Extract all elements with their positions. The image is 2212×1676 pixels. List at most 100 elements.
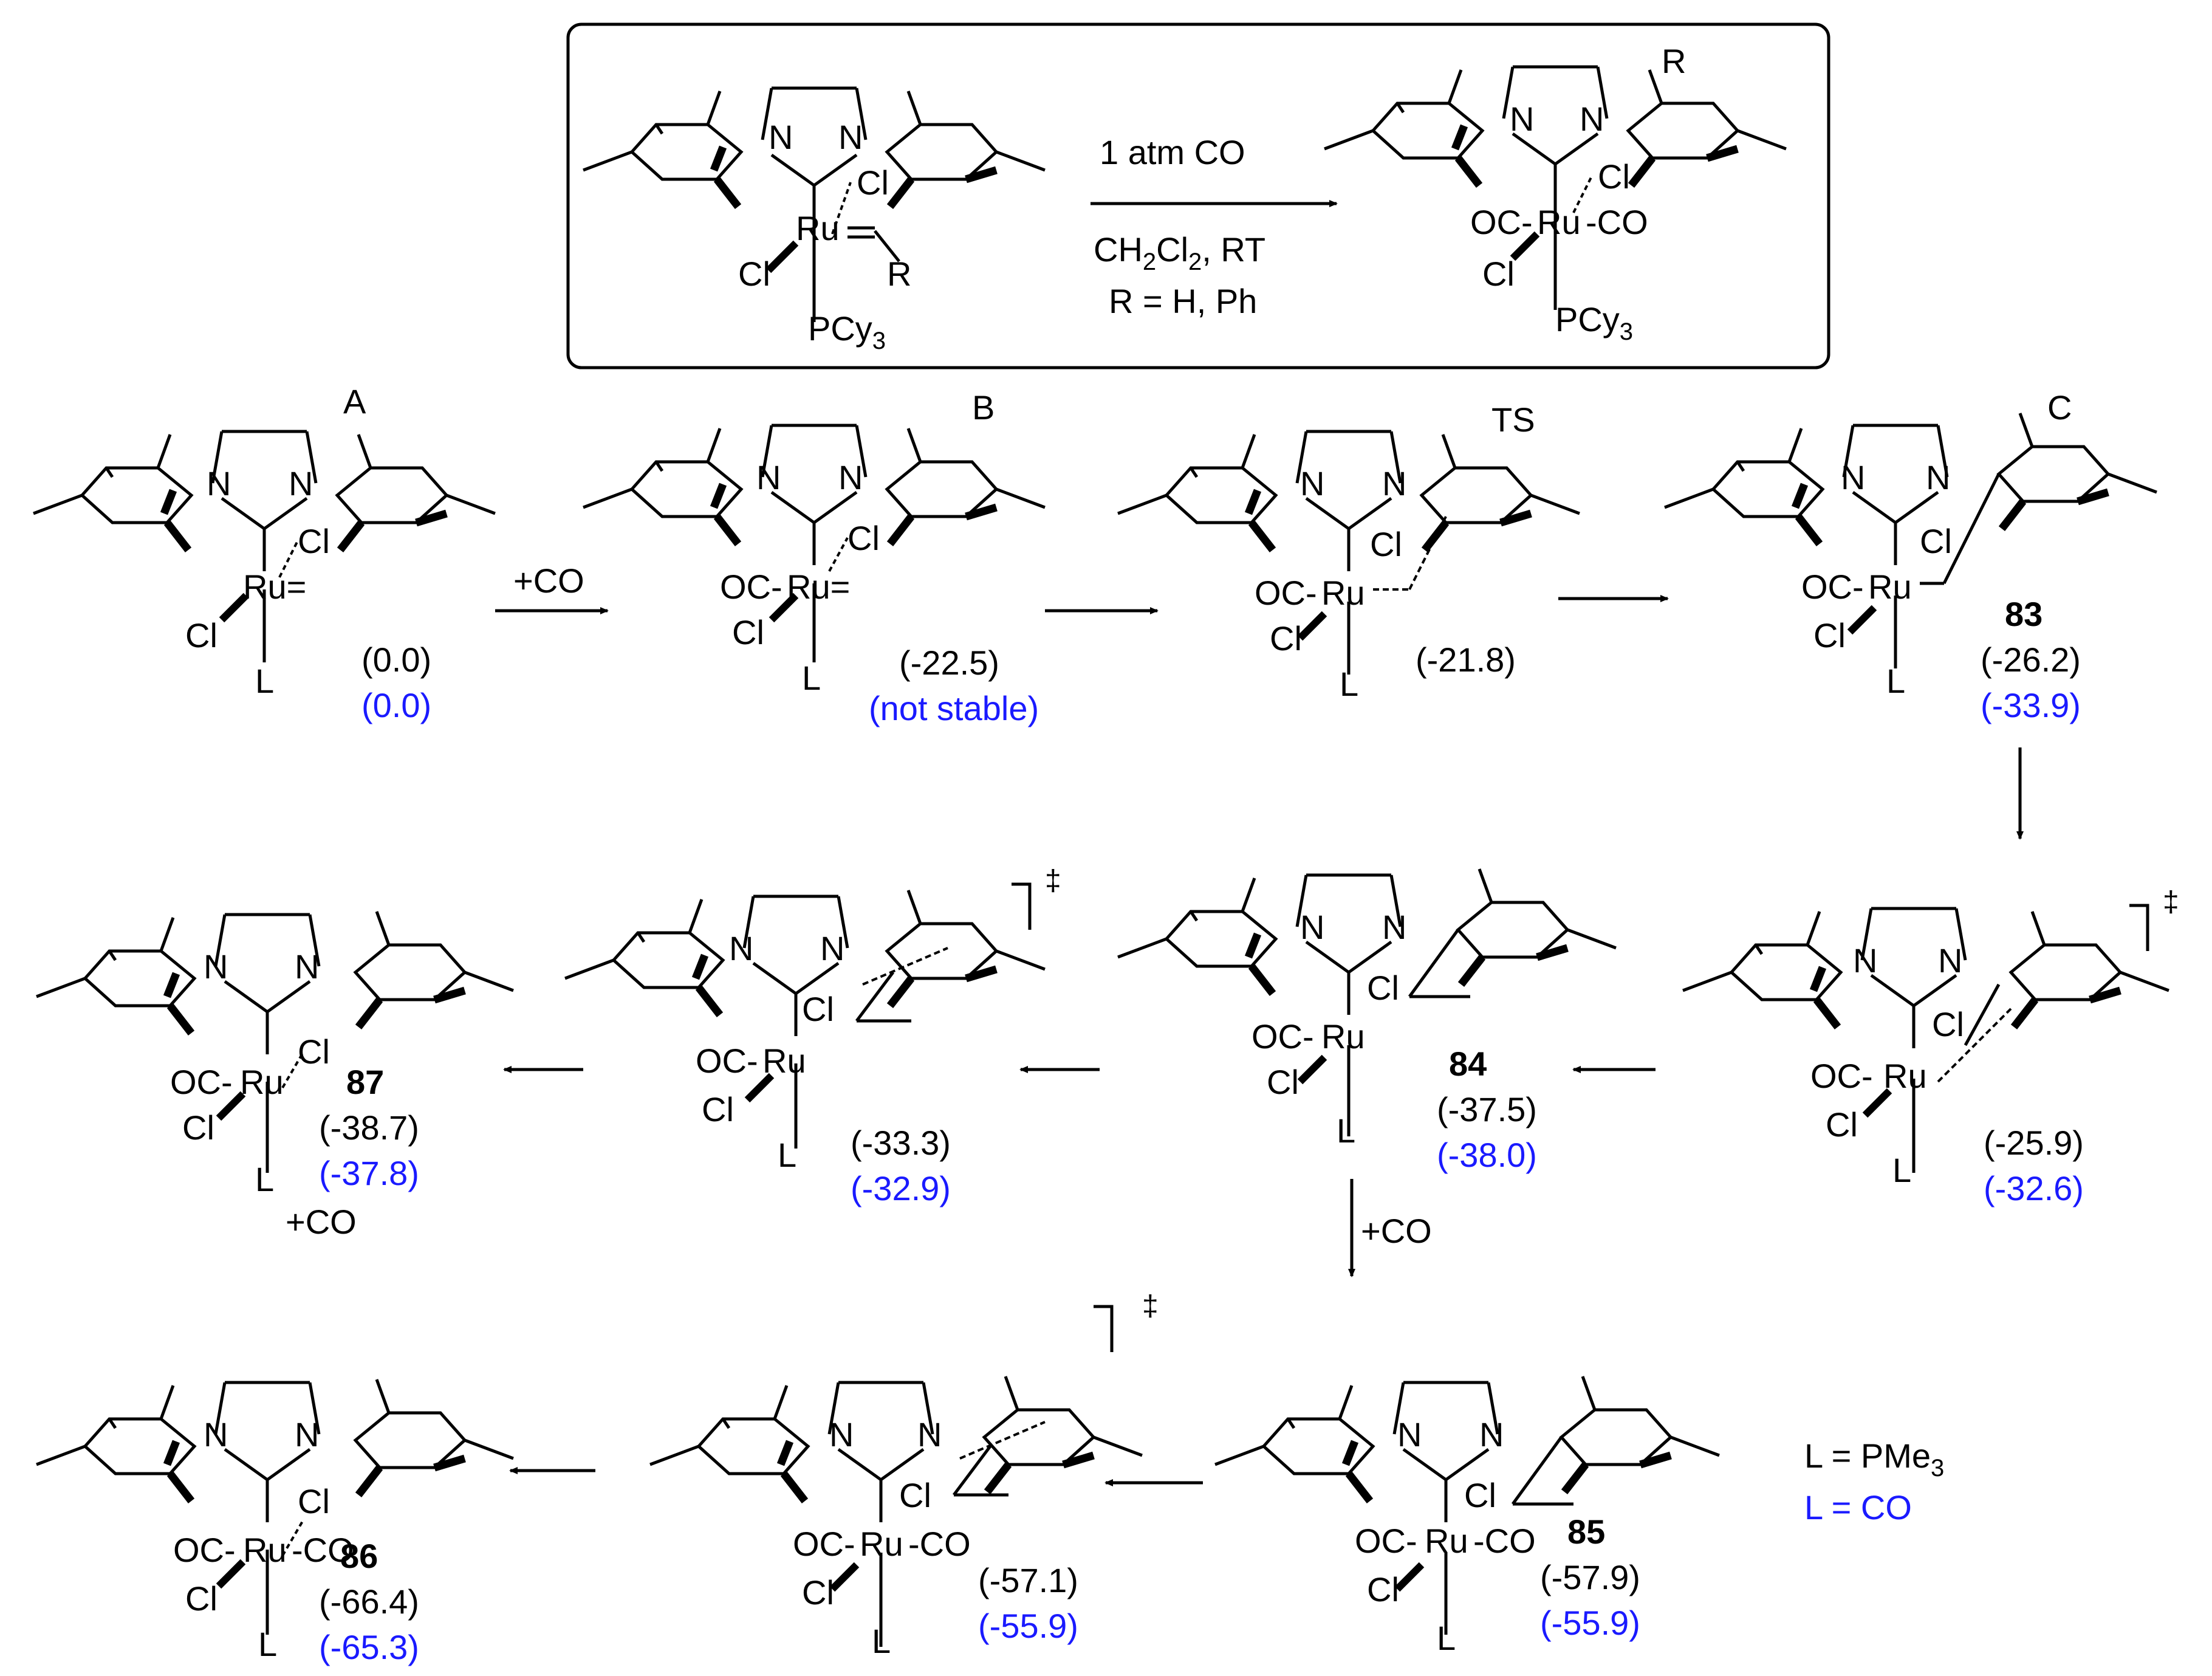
cl-label: Cl [298,1482,330,1520]
N-label: N [1382,464,1406,503]
l-label: L [255,1160,274,1198]
ru-label: Ru [860,1525,903,1563]
cl-label: Cl [1367,969,1399,1007]
cl-label: Cl [1813,616,1846,654]
energy-co: (-55.9) [1540,1604,1640,1642]
energy-co: (-65.3) [319,1628,419,1666]
l-label: L [1337,1111,1355,1150]
energy-pme3: (-66.4) [319,1582,419,1621]
N-label: N [829,1415,854,1454]
N-label: N [295,947,319,986]
ru-label: Ru [1868,568,1912,606]
r-label: R [1662,42,1686,80]
box-right-complex: N N R Cl OC- Ru -CO Cl PCy3 [1324,42,1786,345]
complex-TS: TS N N Cl OC- Ru Cl L (-21.8) [1118,400,1580,703]
energy-co: (-33.9) [1981,686,2081,724]
scheme-box [566,22,1830,369]
N-label: N [1938,941,1962,980]
N-label: N [820,929,844,967]
reagent-co: 1 atm CO [1100,133,1245,171]
energy-co: (-32.9) [851,1169,951,1207]
ts-dagger: ‡ [1045,865,1061,897]
energy-pme3: (-57.9) [1540,1558,1640,1596]
stage-label-A: A [343,382,366,421]
ru-label: Ru [243,1531,287,1569]
l-label: L [802,659,821,697]
N-label: N [1853,941,1877,980]
oc-label: OC- [173,1531,236,1569]
complex-B: B N N Cl OC- Ru= Cl L (-22.5) (not stabl… [583,388,1045,727]
N-label: N [1580,100,1604,138]
oc-label: OC- [1470,203,1533,241]
stage-label-C: C [2047,388,2072,427]
cl-label: Cl [185,616,217,654]
oc-label: OC- [1801,568,1864,606]
complex-86: N N Cl OC- Ru -CO Cl L 86 (-66.4) (-65.3… [36,1379,513,1666]
ru-label: Ru [1321,1017,1365,1056]
cl-label: Cl [802,990,834,1028]
ts-bracket [1012,882,1032,930]
oc-label: OC- [1252,1017,1314,1056]
ts-bracket [1094,1305,1114,1352]
energy-co: (-38.0) [1437,1136,1537,1174]
ru-label: Ru [240,1063,284,1101]
co-label: -CO [292,1531,354,1569]
co-label: -CO [1586,203,1648,241]
cl-label: Cl [802,1573,834,1612]
cl-label: Cl [1370,525,1402,563]
box-reaction-arrow: 1 atm CO CH2Cl2, RT R = H, Ph [1091,133,1338,320]
cl-label: Cl [847,519,880,557]
cl-label: Cl [1826,1105,1858,1144]
ts-dagger: ‡ [2163,886,2179,918]
cl-label: Cl [1932,1005,1964,1043]
complex-ts-low: N N Cl OC- Ru -CO Cl L ‡ (-57.1) (-55.9) [650,1290,1159,1660]
energy-pme3: (-26.2) [1981,641,2081,679]
energy-pme3: (-25.9) [1984,1124,2084,1162]
cl-label: Cl [185,1579,217,1618]
l-label: L [255,662,274,700]
energy-pme3: (0.0) [361,641,431,679]
cl-label: Cl [1598,157,1630,196]
complex-A: A N N Cl Ru= Cl L (0.0) (0.0) [33,382,495,724]
cl-label: Cl [1920,522,1952,560]
energy-co: (-55.9) [978,1607,1078,1645]
l-label: L [1892,1151,1911,1189]
complex-C-83: C N N Cl OC- Ru Cl L 83 (-26.2) (-33.9) [1665,388,2157,724]
pcy3-label: PCy3 [808,309,886,354]
legend: L = PMe3 L = CO [1804,1437,1944,1527]
r-label: R [887,255,911,293]
energy-co: (not stable) [869,689,1039,727]
l-label: L [872,1622,891,1660]
N-label: N [1479,1415,1504,1454]
ru-label: Ru [1425,1522,1468,1560]
oc-label: OC- [696,1042,758,1080]
ts-dagger: ‡ [1142,1290,1159,1322]
N-label: N [917,1415,942,1454]
N-label: N [1926,458,1950,496]
ru-label: Ru [1537,203,1581,241]
N-label: N [1300,908,1324,946]
ru-label: Ru [1321,574,1365,612]
energy-co: (-32.6) [1984,1169,2084,1207]
co-addition: +CO [1361,1212,1432,1250]
energy-pme3: (-22.5) [899,644,999,682]
energy-pme3: (-33.3) [851,1124,951,1162]
oc-label: OC- [1810,1057,1873,1095]
complex-ts-right: N N Cl OC- Ru Cl L ‡ (-25.9) (-32.6) [1683,886,2179,1207]
compound-number: 85 [1567,1513,1605,1551]
cl-label: Cl [298,522,330,560]
cl-label: Cl [702,1090,734,1128]
cl-label: Cl [732,613,764,651]
N-label: N [756,458,781,496]
energy-pme3: (-37.5) [1437,1090,1537,1128]
ts-bracket [2129,904,2149,951]
energy-pme3: (-38.7) [319,1108,419,1147]
cl-label: Cl [857,163,889,202]
energy-pme3: (-21.8) [1416,641,1516,679]
energy-pme3: (-57.1) [978,1561,1078,1599]
oc-label: OC- [1255,574,1317,612]
oc-label: OC- [1355,1522,1417,1560]
ru-label: Ru [796,209,840,247]
compound-number: 86 [340,1537,378,1575]
